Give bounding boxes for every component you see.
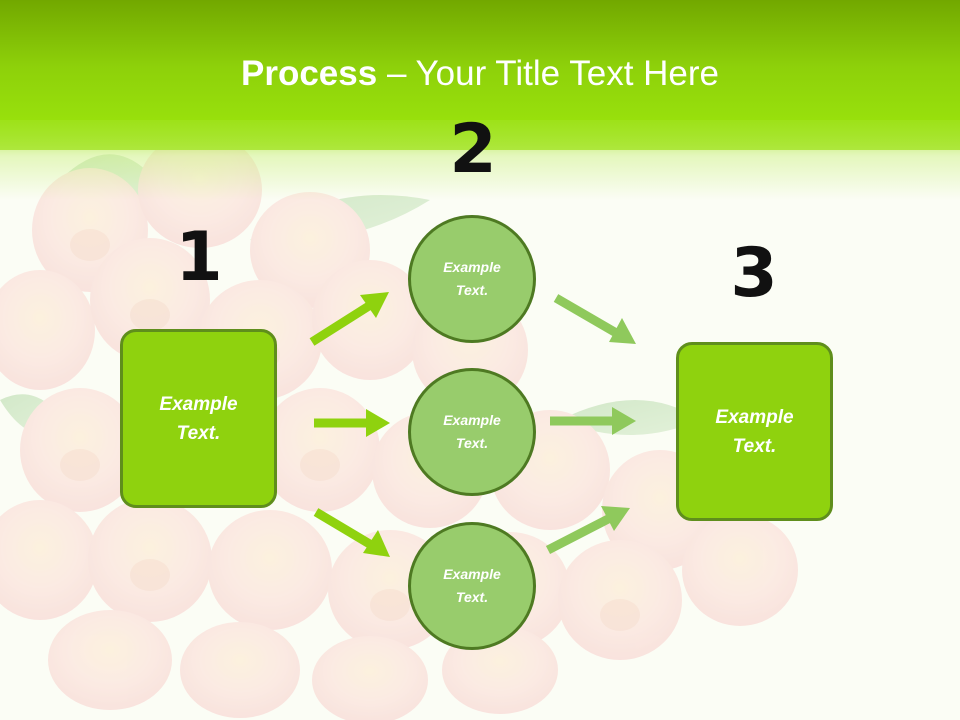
step-number-2: 2 <box>449 110 497 189</box>
circle-bottom-line1: Example <box>443 566 501 582</box>
circle-top-text: Example Text. <box>443 256 501 302</box>
circle-top-line2: Text. <box>455 282 489 298</box>
title-bold-part: Process <box>241 54 378 93</box>
step-3-text: Example Text. <box>715 403 793 461</box>
step-1-box[interactable]: Example Text. <box>120 329 277 508</box>
circle-bottom-text: Example Text. <box>443 563 501 609</box>
title-rest-part: – Your Title Text Here <box>377 54 719 93</box>
circle-middle-line2: Text. <box>455 435 489 451</box>
step-2-circle-middle[interactable]: Example Text. <box>408 368 536 496</box>
step-1-text-line1: Example <box>159 393 238 415</box>
circle-top-line1: Example <box>443 259 501 275</box>
slide-title: Process – Your Title Text Here <box>0 52 960 96</box>
step-number-1: 1 <box>175 218 223 297</box>
title-bar-fade <box>0 120 960 200</box>
step-1-text-line2: Text. <box>176 422 221 444</box>
step-2-circle-bottom[interactable]: Example Text. <box>408 522 536 650</box>
step-3-box[interactable]: Example Text. <box>676 342 833 521</box>
circle-middle-line1: Example <box>443 412 501 428</box>
step-3-text-line1: Example <box>715 406 794 428</box>
step-3-text-line2: Text. <box>732 435 777 457</box>
circle-bottom-line2: Text. <box>455 589 489 605</box>
step-number-3: 3 <box>730 234 778 313</box>
circle-middle-text: Example Text. <box>443 409 501 455</box>
step-1-text: Example Text. <box>159 390 237 448</box>
step-2-circle-top[interactable]: Example Text. <box>408 215 536 343</box>
